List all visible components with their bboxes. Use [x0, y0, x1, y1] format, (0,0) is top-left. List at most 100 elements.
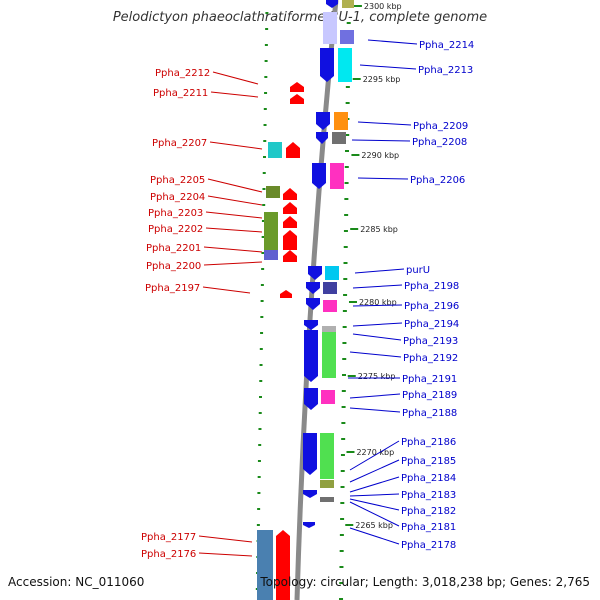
scale-tick	[346, 22, 351, 24]
forward-gene-leader	[357, 177, 409, 180]
inner-tick	[256, 524, 260, 526]
reverse-gene-label: Ppha_2197	[145, 283, 200, 294]
reverse-gene-leader	[203, 261, 263, 266]
scale-tick	[343, 262, 348, 264]
major-tick	[351, 154, 360, 156]
scale-tick	[345, 86, 350, 88]
inner-tick	[261, 268, 265, 270]
forward-gene-block	[340, 30, 354, 44]
inner-tick	[260, 332, 264, 334]
reverse-gene-arrow	[286, 142, 300, 158]
inner-tick	[261, 220, 265, 222]
forward-gene-arrow	[316, 112, 330, 130]
forward-gene-leader	[349, 459, 400, 483]
inner-tick	[263, 108, 267, 110]
inner-tick	[258, 412, 262, 414]
scale-tick	[342, 326, 347, 328]
forward-gene-block	[342, 0, 354, 8]
forward-gene-leader	[357, 121, 412, 126]
forward-gene-arrow	[304, 388, 318, 410]
inner-tick	[260, 284, 264, 286]
major-tick	[353, 5, 362, 7]
forward-gene-arrow	[320, 48, 334, 82]
scale-tick	[343, 294, 348, 296]
forward-gene-leader	[349, 498, 400, 511]
forward-gene-arrow	[312, 163, 326, 189]
inner-tick	[260, 316, 264, 318]
inner-tick	[265, 28, 269, 30]
forward-gene-label: Ppha_2209	[413, 121, 468, 132]
scale-tick	[340, 502, 345, 504]
forward-gene-block	[330, 163, 344, 189]
forward-gene-arrow	[303, 433, 317, 475]
major-tick	[350, 228, 359, 230]
inner-tick	[257, 508, 261, 510]
forward-gene-label: Ppha_2214	[419, 40, 474, 51]
reverse-gene-label: Ppha_2207	[152, 138, 207, 149]
inner-tick	[263, 140, 267, 142]
scale-tick	[339, 598, 344, 600]
forward-gene-leader	[359, 64, 417, 70]
inner-tick	[264, 92, 268, 94]
forward-gene-label: Ppha_2185	[401, 456, 456, 467]
forward-gene-leader	[349, 527, 400, 545]
inner-tick	[257, 492, 261, 494]
major-tick	[348, 301, 357, 303]
reverse-gene-block	[264, 250, 278, 260]
inner-tick	[264, 60, 268, 62]
forward-gene-block	[323, 300, 337, 312]
inner-tick	[263, 156, 266, 158]
scale-tick	[340, 486, 345, 488]
reverse-gene-label: Ppha_2205	[150, 175, 205, 186]
forward-gene-label: Ppha_2183	[401, 490, 456, 501]
scale-label: 2285 kbp	[360, 225, 398, 234]
inner-tick	[264, 76, 268, 78]
major-tick	[346, 451, 355, 453]
forward-gene-leader	[349, 476, 400, 493]
forward-gene-leader	[349, 440, 400, 471]
forward-gene-block	[332, 132, 346, 144]
forward-gene-label: Ppha_2213	[418, 65, 473, 76]
inner-tick	[262, 188, 266, 190]
scale-tick	[344, 166, 349, 168]
forward-gene-arrow	[304, 320, 318, 330]
reverse-gene-leader	[202, 286, 251, 294]
inner-tick	[262, 204, 266, 206]
scale-label: 2295 kbp	[363, 75, 401, 84]
forward-gene-arrow	[304, 330, 318, 382]
scale-tick	[340, 518, 345, 520]
reverse-gene-arrow	[283, 250, 297, 262]
scale-tick	[342, 310, 347, 312]
forward-gene-label: Ppha_2208	[412, 137, 467, 148]
scale-label: 2265 kbp	[355, 521, 393, 530]
forward-gene-leader	[349, 493, 400, 497]
reverse-gene-label: Ppha_2177	[141, 532, 196, 543]
reverse-gene-arrow	[280, 290, 292, 298]
reverse-gene-label: Ppha_2204	[150, 192, 205, 203]
forward-gene-leader	[349, 351, 402, 358]
forward-gene-leader	[352, 284, 403, 289]
genome-summary: Topology: circular; Length: 3,018,238 bp…	[260, 575, 590, 589]
forward-gene-label: purU	[406, 265, 430, 276]
forward-gene-label: Ppha_2186	[401, 437, 456, 448]
forward-gene-block	[320, 497, 334, 502]
scale-tick	[344, 198, 349, 200]
reverse-gene-label: Ppha_2212	[155, 68, 210, 79]
forward-gene-block	[321, 390, 335, 404]
forward-gene-leader	[351, 139, 411, 142]
scale-tick	[341, 438, 346, 440]
forward-gene-leader	[354, 268, 405, 274]
inner-tick	[259, 348, 263, 350]
forward-gene-label: Ppha_2191	[402, 374, 457, 385]
scale-tick	[341, 390, 346, 392]
scale-tick	[342, 342, 347, 344]
scale-tick	[343, 278, 348, 280]
scale-label: 2270 kbp	[356, 448, 394, 457]
major-tick	[352, 78, 361, 80]
reverse-gene-arrow	[283, 230, 297, 250]
scale-tick	[344, 214, 349, 216]
forward-gene-leader	[349, 407, 401, 413]
inner-tick	[262, 172, 266, 174]
reverse-gene-arrow	[276, 530, 290, 600]
scale-tick	[340, 454, 345, 456]
